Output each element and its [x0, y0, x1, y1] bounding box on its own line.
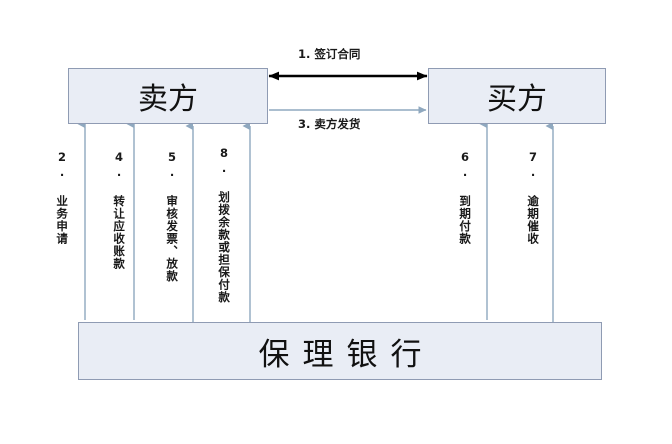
- node-factoring-bank[interactable]: 保理银行: [78, 322, 602, 380]
- edge-label-step-6: 6. 到期付款: [458, 150, 473, 245]
- edge-label-step-7: 7. 逾期催收: [526, 150, 541, 245]
- node-buyer[interactable]: 买方: [428, 68, 606, 124]
- edge-label-step-2: 2. 业务申请: [55, 150, 70, 245]
- edge-label-step-8: 8. 划拨余款或担保付款: [217, 146, 232, 304]
- edge-label-step-3: 3. 卖方发货: [298, 117, 361, 131]
- edge-label-step-5: 5. 审核发票、放款: [165, 150, 180, 283]
- node-seller[interactable]: 卖方: [68, 68, 268, 124]
- edge-label-step-4: 4. 转让应收账款: [112, 150, 127, 270]
- edge-label-step-1: 1. 签订合同: [298, 47, 361, 61]
